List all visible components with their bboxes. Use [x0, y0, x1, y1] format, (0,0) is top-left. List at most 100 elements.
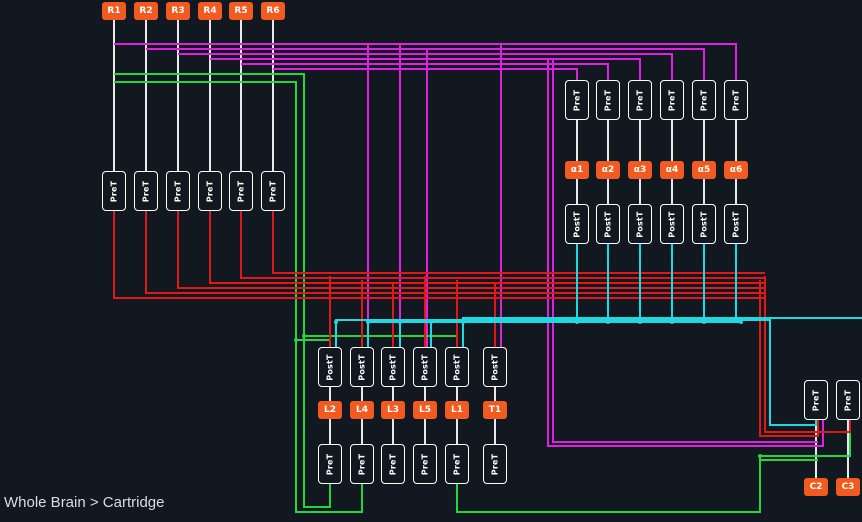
- wire-magenta: [552, 58, 818, 443]
- postt-label: PostT: [731, 210, 741, 238]
- a1-postt-box[interactable]: PostT: [565, 204, 589, 244]
- pret-label: PreT: [452, 453, 462, 475]
- junction-dot: [575, 320, 579, 324]
- a4-pret-box[interactable]: PreT: [660, 80, 684, 120]
- node-l3[interactable]: L3: [381, 401, 405, 419]
- a5-pret-box[interactable]: PreT: [692, 80, 716, 120]
- pret-label: PreT: [388, 453, 398, 475]
- r2-pret-box[interactable]: PreT: [134, 171, 158, 211]
- a5-postt-box[interactable]: PostT: [692, 204, 716, 244]
- node-alpha2[interactable]: α2: [596, 161, 620, 179]
- pret-label: PreT: [325, 453, 335, 475]
- junction-dot: [334, 320, 338, 324]
- node-r3[interactable]: R3: [166, 2, 190, 20]
- node-alpha5[interactable]: α5: [692, 161, 716, 179]
- wire-magenta: [547, 60, 824, 447]
- l5-postt-box[interactable]: PostT: [413, 347, 437, 387]
- r6-pret-box[interactable]: PreT: [261, 171, 285, 211]
- l1-postt-box[interactable]: PostT: [445, 347, 469, 387]
- l2-pret-box[interactable]: PreT: [318, 444, 342, 484]
- wire-green: [296, 339, 331, 347]
- wire-red: [177, 211, 765, 289]
- l5-pret-box[interactable]: PreT: [413, 444, 437, 484]
- r4-pret-box[interactable]: PreT: [198, 171, 222, 211]
- pret-label: PreT: [699, 89, 709, 111]
- wire-red: [759, 280, 819, 437]
- wire-red: [113, 211, 765, 299]
- r3-pret-box[interactable]: PreT: [166, 171, 190, 211]
- node-r1[interactable]: R1: [102, 2, 126, 20]
- r1-pret-box[interactable]: PreT: [102, 171, 126, 211]
- a3-postt-box[interactable]: PostT: [628, 204, 652, 244]
- t1-postt-box[interactable]: PostT: [483, 347, 507, 387]
- r5-pret-box[interactable]: PreT: [229, 171, 253, 211]
- l4-pret-box[interactable]: PreT: [350, 444, 374, 484]
- a1-pret-box[interactable]: PreT: [565, 80, 589, 120]
- postt-label: PostT: [325, 353, 335, 381]
- l1-pret-box[interactable]: PreT: [445, 444, 469, 484]
- wire-red: [209, 211, 765, 284]
- wire-cyan: [367, 321, 741, 347]
- wire-red: [240, 211, 765, 279]
- wire-red: [145, 211, 765, 294]
- node-l1[interactable]: L1: [445, 401, 469, 419]
- l3-pret-box[interactable]: PreT: [381, 444, 405, 484]
- node-c3[interactable]: C3: [836, 478, 860, 496]
- junction-dot: [429, 320, 433, 324]
- a3-pret-box[interactable]: PreT: [628, 80, 652, 120]
- wire-magenta: [273, 68, 578, 80]
- node-r4[interactable]: R4: [198, 2, 222, 20]
- postt-label: PostT: [357, 353, 367, 381]
- junction-dot: [758, 454, 762, 458]
- node-alpha1[interactable]: α1: [565, 161, 589, 179]
- pret-label: PreT: [731, 89, 741, 111]
- node-r2[interactable]: R2: [134, 2, 158, 20]
- t1-pret-box[interactable]: PreT: [483, 444, 507, 484]
- pret-label: PreT: [667, 89, 677, 111]
- node-l2[interactable]: L2: [318, 401, 342, 419]
- pret-label: PreT: [205, 180, 215, 202]
- postt-label: PostT: [572, 210, 582, 238]
- node-r6[interactable]: R6: [261, 2, 285, 20]
- postt-label: PostT: [452, 353, 462, 381]
- a6-postt-box[interactable]: PostT: [724, 204, 748, 244]
- pret-label: PreT: [357, 453, 367, 475]
- l3-postt-box[interactable]: PostT: [381, 347, 405, 387]
- junction-dot: [670, 320, 674, 324]
- junction-dot: [294, 338, 298, 342]
- wire-magenta: [114, 43, 737, 80]
- wire-red: [272, 211, 765, 274]
- a2-postt-box[interactable]: PostT: [596, 204, 620, 244]
- postt-label: PostT: [699, 210, 709, 238]
- node-alpha4[interactable]: α4: [660, 161, 684, 179]
- junction-dot: [739, 320, 743, 324]
- breadcrumb[interactable]: Whole Brain > Cartridge: [4, 494, 165, 511]
- c2-pret-box[interactable]: PreT: [804, 380, 828, 420]
- a6-pret-box[interactable]: PreT: [724, 80, 748, 120]
- node-t1[interactable]: T1: [483, 401, 507, 419]
- node-l4[interactable]: L4: [350, 401, 374, 419]
- wire-green: [456, 420, 851, 513]
- pret-label: PreT: [141, 180, 151, 202]
- l2-postt-box[interactable]: PostT: [318, 347, 342, 387]
- l4-postt-box[interactable]: PostT: [350, 347, 374, 387]
- wire-green: [304, 335, 458, 347]
- node-alpha3[interactable]: α3: [628, 161, 652, 179]
- a2-pret-box[interactable]: PreT: [596, 80, 620, 120]
- postt-label: PostT: [635, 210, 645, 238]
- pret-label: PreT: [843, 389, 853, 411]
- pret-label: PreT: [236, 180, 246, 202]
- c3-pret-box[interactable]: PreT: [836, 380, 860, 420]
- pret-label: PreT: [109, 180, 119, 202]
- node-r5[interactable]: R5: [229, 2, 253, 20]
- node-c2[interactable]: C2: [804, 478, 828, 496]
- wire-green: [114, 81, 363, 513]
- node-l5[interactable]: L5: [413, 401, 437, 419]
- pret-label: PreT: [490, 453, 500, 475]
- junction-dot: [398, 320, 402, 324]
- a4-postt-box[interactable]: PostT: [660, 204, 684, 244]
- junction-dot: [461, 320, 465, 324]
- node-alpha6[interactable]: α6: [724, 161, 748, 179]
- pret-label: PreT: [572, 89, 582, 111]
- postt-label: PostT: [667, 210, 677, 238]
